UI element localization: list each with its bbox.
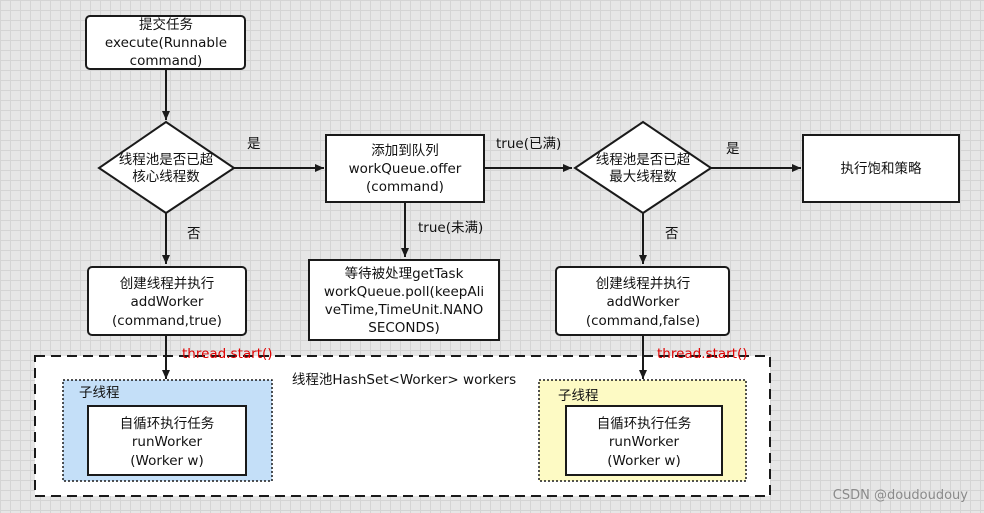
node-core-check-text: 线程池是否已超 核心线程数 <box>119 152 214 185</box>
watermark: CSDN @doudoudouy <box>833 488 969 503</box>
pool-title: 线程池HashSet<Worker> workers <box>292 372 516 388</box>
label-queue-not-full: true(未满) <box>418 220 483 236</box>
svg-text:(command,true): (command,true) <box>112 313 222 329</box>
svg-text:runWorker: runWorker <box>132 434 203 450</box>
svg-text:veTime,TimeUnit.NANO: veTime,TimeUnit.NANO <box>325 302 484 318</box>
run-worker-right-box <box>565 405 723 476</box>
svg-text:execute(Runnable: execute(Runnable <box>105 35 227 51</box>
svg-text:自循环执行任务: 自循环执行任务 <box>597 416 692 432</box>
node-add-worker-max-text: 创建线程并执行 addWorker (command,false) <box>586 276 700 329</box>
svg-text:自循环执行任务: 自循环执行任务 <box>120 416 215 432</box>
svg-text:线程池是否已超: 线程池是否已超 <box>596 152 691 168</box>
svg-text:创建线程并执行: 创建线程并执行 <box>596 276 691 292</box>
run-worker-right-text: 自循环执行任务 runWorker (Worker w) <box>597 416 692 469</box>
svg-text:workQueue.offer: workQueue.offer <box>349 161 462 177</box>
node-wait-task-text: 等待被处理getTask workQueue.poll(keepAli veTi… <box>324 265 484 336</box>
node-reject <box>802 134 960 203</box>
node-max-check-text: 线程池是否已超 最大线程数 <box>596 152 691 185</box>
node-queue-offer-text: 添加到队列 workQueue.offer (command) <box>349 143 462 195</box>
run-worker-left-box <box>87 405 247 476</box>
svg-text:最大线程数: 最大线程数 <box>609 169 677 185</box>
thread-label-right: 子线程 <box>558 388 599 404</box>
svg-text:(Worker w): (Worker w) <box>607 453 680 469</box>
label-max-no: 否 <box>665 226 679 242</box>
node-core-check <box>97 120 236 215</box>
svg-text:workQueue.poll(keepAli: workQueue.poll(keepAli <box>324 284 484 300</box>
label-queue-full: true(已满) <box>496 136 561 152</box>
label-max-yes: 是 <box>726 141 740 157</box>
svg-text:(Worker w): (Worker w) <box>130 453 203 469</box>
svg-text:创建线程并执行: 创建线程并执行 <box>120 276 215 292</box>
node-reject-text: 执行饱和策略 <box>841 160 922 177</box>
svg-text:command): command) <box>130 53 203 69</box>
svg-text:线程池是否已超: 线程池是否已超 <box>119 152 214 168</box>
svg-text:等待被处理getTask: 等待被处理getTask <box>345 265 464 282</box>
thread-label-left: 子线程 <box>79 385 120 401</box>
node-submit-text: 提交任务 execute(Runnable command) <box>105 16 227 69</box>
node-add-worker-max <box>555 266 730 336</box>
svg-text:runWorker: runWorker <box>609 434 680 450</box>
svg-text:(command,false): (command,false) <box>586 313 700 329</box>
node-add-worker-core-text: 创建线程并执行 addWorker (command,true) <box>112 276 222 329</box>
node-add-worker-core <box>87 266 247 336</box>
label-thread-start-right: thread.start() <box>657 346 748 362</box>
label-thread-start-left: thread.start() <box>182 346 273 362</box>
svg-text:addWorker: addWorker <box>131 294 204 310</box>
node-max-check <box>573 120 713 215</box>
svg-text:核心线程数: 核心线程数 <box>132 169 200 185</box>
node-submit <box>85 15 246 70</box>
svg-text:(command): (command) <box>366 179 444 195</box>
label-core-yes: 是 <box>247 136 261 152</box>
node-wait-task <box>308 259 500 341</box>
svg-text:addWorker: addWorker <box>607 294 680 310</box>
svg-text:添加到队列: 添加到队列 <box>371 143 439 159</box>
svg-text:SECONDS): SECONDS) <box>368 320 439 336</box>
node-queue-offer <box>325 134 485 203</box>
run-worker-left-text: 自循环执行任务 runWorker (Worker w) <box>120 416 215 469</box>
svg-text:提交任务: 提交任务 <box>139 16 193 33</box>
label-core-no: 否 <box>187 226 201 242</box>
